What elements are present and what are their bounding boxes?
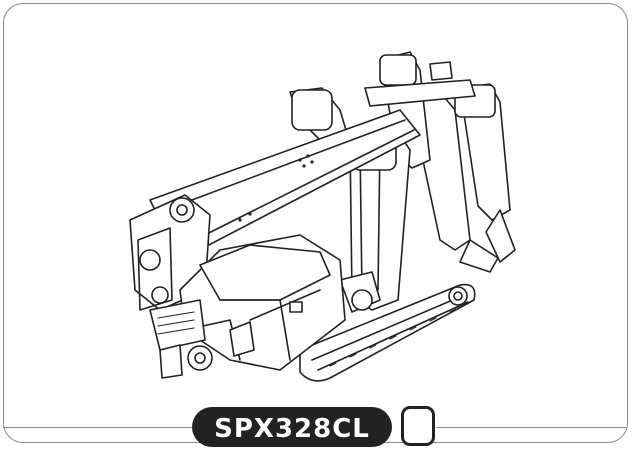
- model-badge: SPX328CL: [192, 407, 392, 447]
- spider-crane-line-drawing-icon: [129, 51, 516, 382]
- option-square[interactable]: [401, 406, 435, 446]
- bottom-frame-line-right: [436, 427, 626, 428]
- bottom-frame-line-left: [3, 427, 192, 428]
